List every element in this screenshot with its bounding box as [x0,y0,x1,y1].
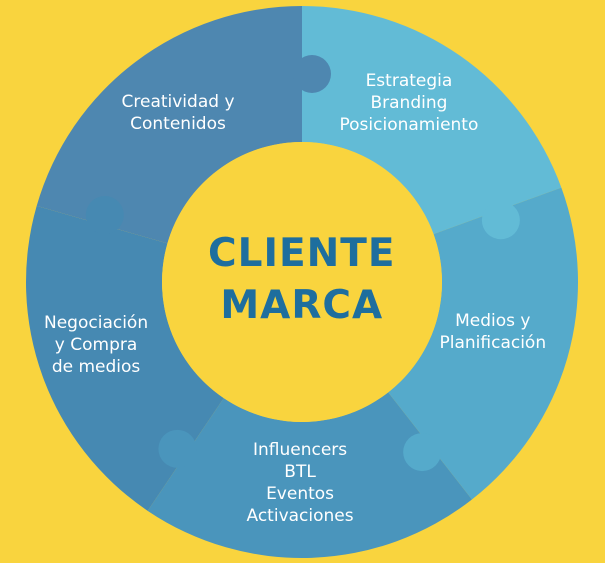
segment-label-media: Medios y Planificación [440,310,547,354]
segment-strategy [302,6,562,235]
segment-label-strategy: Estrategia Branding Posicionamiento [340,70,479,136]
segment-label-line: Influencers [252,440,348,460]
center-label-line2: MARCA [220,283,384,328]
segment-label-line: Activaciones [246,506,354,526]
segment-creativity [36,6,302,244]
segment-label-line: Creatividad y [121,92,235,112]
segment-label-line: Planificación [439,333,547,353]
center-label-line1: CLIENTE [208,231,396,276]
segment-label-line: Branding [370,93,448,113]
center-circle [162,142,442,422]
segment-influencers [147,392,472,558]
segment-label-line: Negociación [44,313,149,333]
puzzle-tab [85,196,124,235]
puzzle-tab [293,55,331,93]
segment-label-negotiation: Negociación y Compra de medios [44,312,148,378]
puzzle-tabs-layer [85,55,520,472]
segment-label-creativity: Creatividad y Contenidos [122,91,235,135]
segment-label-line: BTL [284,462,316,482]
segment-label-influencers: Influencers BTL Eventos Activaciones [247,439,354,527]
segment-media [388,187,579,500]
segment-label-line: Posicionamiento [339,115,479,135]
segment-label-line: y Compra [54,335,138,355]
center-label: CLIENTE MARCA [208,228,396,332]
segment-label-line: Medios y [455,311,531,331]
puzzle-tab [158,429,197,468]
segment-label-line: de medios [51,357,141,377]
puzzle-tab [481,201,520,240]
puzzle-tab [403,433,442,472]
segment-label-line: Contenidos [130,114,226,134]
segment-label-line: Eventos [266,484,335,504]
segment-label-line: Estrategia [365,71,453,91]
